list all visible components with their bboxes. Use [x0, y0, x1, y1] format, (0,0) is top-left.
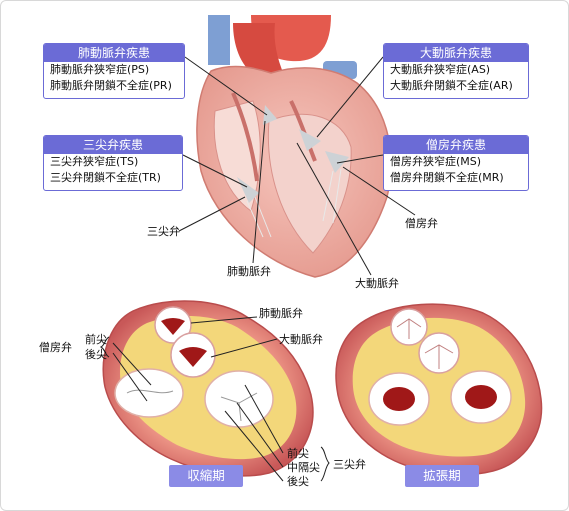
- mitral-disease-line-1: 僧房弁狭窄症(MS): [390, 155, 482, 168]
- leader-pulmonary-box: [184, 56, 268, 116]
- cs-label-tri-septal: 中隔尖: [287, 461, 320, 474]
- cs-label-aortic-valve: 大動脈弁: [279, 333, 323, 346]
- aortic-disease-line-1: 大動脈弁狭窄症(AS): [390, 63, 491, 76]
- brace-mitral: [99, 336, 110, 358]
- tricuspid-disease-line-2: 三尖弁閉鎖不全症(TR): [50, 171, 161, 184]
- inner-wall: [289, 100, 317, 162]
- systole-cross-section: [102, 300, 314, 477]
- systole-aortic-cusps: [179, 347, 207, 367]
- section-leader-lines: [99, 316, 330, 482]
- aortic-disease-line-2: 大動脈弁閉鎖不全症(AR): [390, 79, 513, 92]
- diastole-mitral-opening: [383, 387, 415, 411]
- cs-label-mitral-valve: 僧房弁: [39, 341, 72, 354]
- systole-pulmonary-cusps: [161, 318, 185, 335]
- leader-cs-anterior: [112, 342, 152, 386]
- leader-tricuspid-label: [178, 196, 246, 232]
- aortic-leaflet: [299, 129, 321, 151]
- leader-mitral-box: [336, 154, 384, 164]
- tricuspid-leaflet: [237, 177, 259, 203]
- leader-cs-posterior: [112, 352, 148, 402]
- leader-aortic-label: [296, 142, 372, 276]
- septum-wall: [231, 92, 259, 182]
- diastole-pulmonary-closure: [396, 318, 422, 339]
- cs-label-posterior-cusp: 後尖: [85, 348, 107, 361]
- diastole-tricuspid-opening: [465, 385, 497, 409]
- label-pulmonary-valve: 肺動脈弁: [227, 265, 271, 278]
- heart-graphic: [196, 15, 392, 278]
- leader-mitral-label: [342, 166, 416, 216]
- tricuspid-disease-line-1: 三尖弁狭窄症(TS): [50, 155, 139, 168]
- pulmonary-disease-line-1: 肺動脈弁狭窄症(PS): [50, 63, 150, 76]
- systole-tricuspid-valve: [204, 370, 274, 428]
- leader-cs-aortic: [210, 338, 278, 358]
- leader-cs-tri-septal: [236, 402, 284, 468]
- superior-vena-cava: [208, 15, 230, 65]
- leader-cs-tri-anterior: [244, 384, 284, 454]
- aortic-disease-title: 大動脈弁疾患: [384, 44, 528, 62]
- tricuspid-disease-title: 三尖弁疾患: [44, 136, 182, 154]
- diastole-badge: 拡張期: [405, 465, 479, 487]
- cs-label-tri-posterior: 後尖: [287, 475, 309, 488]
- cs-label-tri-anterior: 前尖: [287, 447, 309, 460]
- leader-cs-pulmonary: [190, 316, 258, 324]
- heart-leader-lines: [178, 56, 416, 276]
- left-ventricle: [267, 113, 352, 254]
- brace-tricuspid: [320, 446, 330, 482]
- diastole-cross-section: [335, 303, 543, 476]
- tricuspid-disease-box: 三尖弁疾患 三尖弁狭窄症(TS) 三尖弁閉鎖不全症(TR): [43, 135, 183, 191]
- mitral-disease-box: 僧房弁疾患 僧房弁狭窄症(MS) 僧房弁閉鎖不全症(MR): [383, 135, 529, 191]
- cs-label-pulmonary-valve: 肺動脈弁: [259, 307, 303, 320]
- leader-cs-tri-posterior: [224, 410, 284, 482]
- systole-mitral-coaptation: [126, 389, 174, 394]
- pulmonary-leaflet: [263, 105, 277, 125]
- label-aortic-valve: 大動脈弁: [355, 277, 399, 290]
- mitral-disease-title: 僧房弁疾患: [384, 136, 528, 154]
- aortic-disease-box: 大動脈弁疾患 大動脈弁狭窄症(AS) 大動脈弁閉鎖不全症(AR): [383, 43, 529, 99]
- leader-tricuspid-box: [182, 154, 248, 188]
- systole-badge: 収縮期: [169, 465, 243, 487]
- label-tricuspid-valve: 三尖弁: [147, 225, 180, 238]
- leader-aortic-box: [316, 56, 384, 138]
- pulmonary-disease-box: 肺動脈弁疾患 肺動脈弁狭窄症(PS) 肺動脈弁閉鎖不全症(PR): [43, 43, 185, 99]
- mitral-disease-line-2: 僧房弁閉鎖不全症(MR): [390, 171, 504, 184]
- pulmonary-disease-line-2: 肺動脈弁閉鎖不全症(PR): [50, 79, 172, 92]
- mitral-leaflet: [325, 151, 349, 173]
- label-mitral-valve: 僧房弁: [405, 217, 438, 230]
- cs-label-tricuspid-valve: 三尖弁: [333, 458, 366, 471]
- leader-pulmonary-label: [252, 120, 266, 264]
- systole-mitral-valve: [114, 368, 184, 418]
- cs-label-anterior-cusp: 前尖: [85, 333, 107, 346]
- diastole-aortic-closure: [424, 344, 454, 369]
- chordae-tendineae: [246, 168, 342, 238]
- pulmonary-disease-title: 肺動脈弁疾患: [44, 44, 184, 62]
